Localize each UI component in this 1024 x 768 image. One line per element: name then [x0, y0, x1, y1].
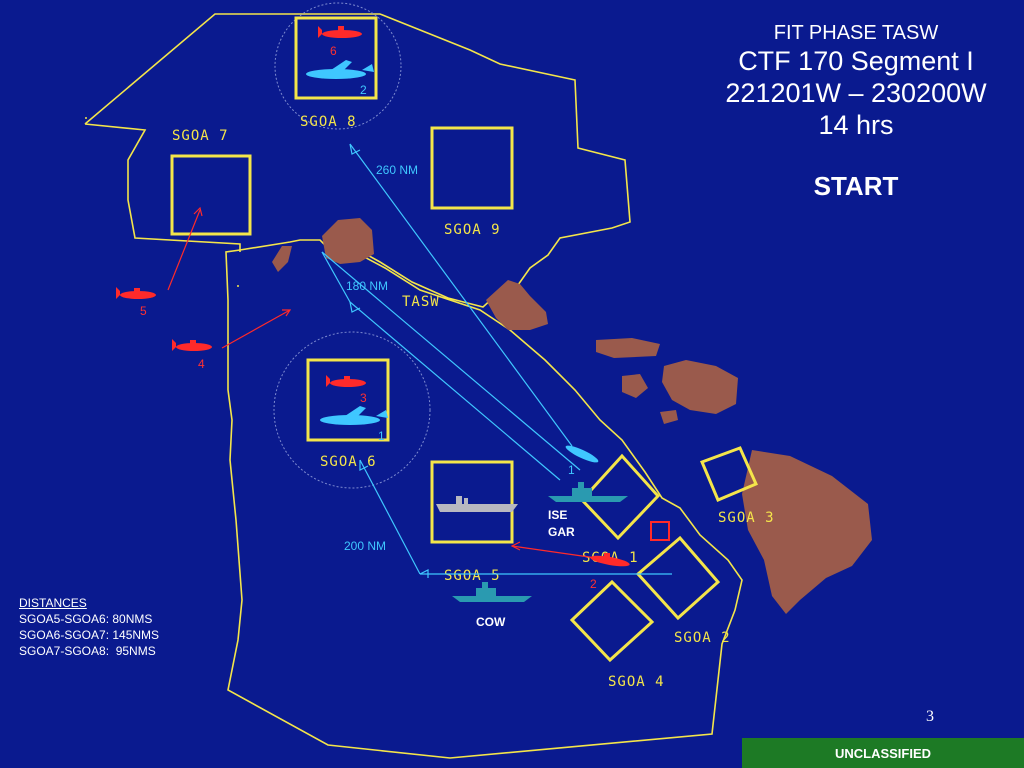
sgoa4-box: [569, 579, 655, 663]
sgoa3-label: SGOA 3: [718, 510, 775, 526]
sgoa7-box: [170, 154, 252, 236]
submarine-4-number: 4: [198, 357, 205, 371]
title-line-2: CTF 170 Segment I: [738, 46, 974, 76]
island-niihau: [272, 246, 292, 272]
target-marker: [650, 521, 670, 541]
sgoa9-box: [430, 126, 514, 210]
submarine-2-icon: [590, 553, 630, 567]
sgoa5-label: SGOA 5: [444, 568, 501, 584]
submarine-4-icon: [172, 339, 212, 351]
island-oahu: [486, 280, 548, 330]
carrier-icon: [436, 496, 518, 512]
submarine-5-icon: [116, 287, 156, 299]
island-molokai: [596, 338, 660, 358]
sgoa2-label: SGOA 2: [674, 630, 731, 646]
sub-transit-routes: [167, 206, 611, 561]
distances-header: DISTANCES: [19, 596, 87, 610]
title-line-4: 14 hrs: [818, 110, 894, 140]
distance-row: SGOA5-SGOA6: 80NMS: [19, 612, 153, 626]
sgoa8-box: [294, 16, 378, 100]
start-status: START: [813, 171, 899, 201]
sgoa9-label: SGOA 9: [444, 222, 501, 238]
sgoa6-range-circle: [273, 331, 431, 489]
patrol-aircraft-1-number: 1: [378, 429, 385, 443]
patrol-aircraft-transit-icon: [565, 445, 599, 463]
patrol-aircraft-transit-number: 1: [568, 463, 575, 477]
operating-area-boundary-west: [84, 123, 241, 252]
sgoa3-box: [700, 446, 758, 502]
title-line-3: 221201W – 230200W: [725, 78, 987, 108]
submarine-2-number: 2: [590, 577, 597, 591]
patrol-aircraft-2-number: 2: [360, 83, 367, 97]
patrol-aircraft-2-icon: [306, 60, 374, 79]
submarine-3-number: 3: [360, 391, 367, 405]
sgoa6-box: [306, 358, 390, 442]
island-hawaii: [742, 450, 872, 614]
island-maui: [662, 360, 738, 414]
page-number: 3: [926, 708, 934, 725]
sgoa8-label: SGOA 8: [300, 114, 357, 130]
submarine-6-icon: [318, 26, 362, 38]
sgoa7-label: SGOA 7: [172, 128, 229, 144]
sgoa2-box: [635, 535, 721, 621]
ise-gar-ship-icon: [548, 482, 628, 502]
map-dot: [85, 117, 87, 119]
distance-row: SGOA6-SGOA7: 145NMS: [19, 628, 160, 642]
air-transit-routes: [321, 143, 672, 578]
tasw-label: TASW: [402, 294, 440, 310]
submarine-5-number: 5: [140, 304, 147, 318]
cow-ship-icon: [452, 582, 532, 602]
sgoa6-label: SGOA 6: [320, 454, 377, 470]
classification-banner: UNCLASSIFIED: [742, 738, 1024, 768]
island-kahoolawe: [660, 410, 678, 424]
sgoa1-box: [579, 453, 661, 541]
operating-area-boundary: [84, 13, 743, 759]
map-dot: [237, 285, 239, 287]
island-lanai: [622, 374, 648, 398]
cow-ship-label: COW: [476, 615, 506, 629]
island-kauai: [322, 218, 374, 264]
title-line-1: FIT PHASE TASW: [773, 22, 939, 44]
sgoa8-range-circle: [274, 2, 402, 130]
ise-ship-label: ISE: [548, 508, 567, 522]
gar-ship-label: GAR: [548, 525, 575, 539]
distance-row: SGOA7-SGOA8: 95NMS: [19, 644, 156, 658]
distance-200-label: 200 NM: [344, 539, 386, 553]
submarine-6-number: 6: [330, 44, 337, 58]
submarine-3-icon: [326, 375, 366, 387]
distance-260-label: 260 NM: [376, 163, 418, 177]
title-block: FIT PHASE TASW CTF 170 Segment I 221201W…: [706, 22, 1006, 202]
distance-180-label: 180 NM: [346, 279, 388, 293]
distances-panel: DISTANCES SGOA5-SGOA6: 80NMS SGOA6-SGOA7…: [19, 595, 159, 659]
patrol-aircraft-1-icon: [320, 406, 388, 425]
sgoa5-box: [430, 460, 514, 544]
sgoa4-label: SGOA 4: [608, 674, 665, 690]
